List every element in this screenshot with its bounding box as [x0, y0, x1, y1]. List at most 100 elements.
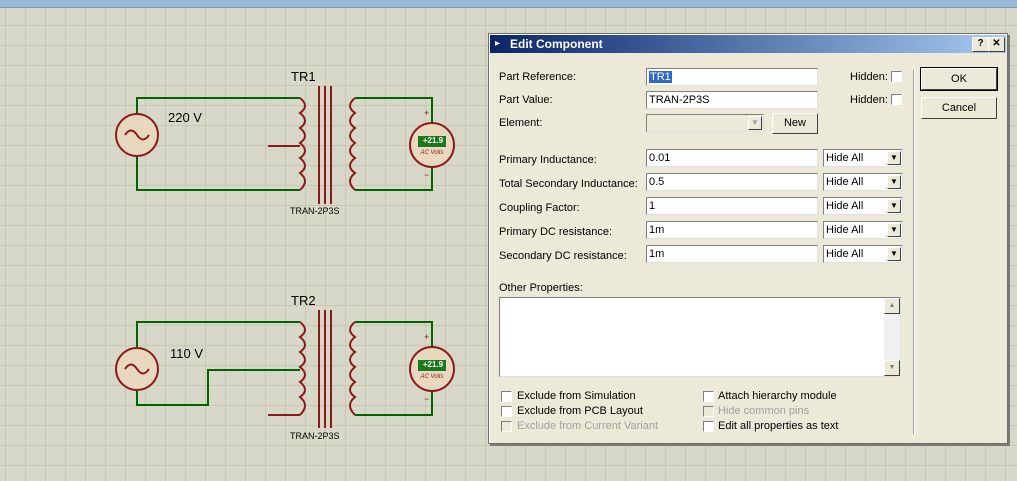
visibility-value: Hide All [826, 248, 864, 260]
meter-unit-2: AC Volts [420, 374, 444, 380]
dialog-title: Edit Component [510, 37, 603, 51]
part-label-2: TRAN-2P3S [290, 431, 340, 441]
part-value-hidden-checkbox[interactable] [891, 94, 902, 105]
property-input[interactable]: 0.01 [646, 149, 818, 167]
property-visibility-dropdown[interactable]: Hide All ▼ [823, 149, 903, 167]
transformer-core [318, 86, 320, 204]
secondary-coil [349, 321, 357, 416]
other-properties-label: Other Properties: [499, 282, 583, 294]
part-value-label: Part Value: [499, 94, 553, 106]
other-properties-textarea[interactable]: ▲ ▼ [499, 297, 901, 377]
property-visibility-dropdown[interactable]: Hide All ▼ [823, 173, 903, 191]
exclude-variant-label: Exclude from Current Variant [517, 420, 659, 432]
chevron-down-icon: ▼ [748, 116, 762, 130]
vertical-scrollbar[interactable]: ▲ ▼ [884, 298, 900, 376]
visibility-value: Hide All [826, 176, 864, 188]
meter-minus-1: − [424, 170, 430, 180]
element-label: Element: [499, 117, 543, 129]
meter-value-2: +21.9 [422, 360, 444, 369]
sine-icon [124, 363, 150, 375]
cancel-button[interactable]: Cancel [921, 97, 997, 119]
wire [355, 321, 433, 348]
meter-value-1: +21.9 [422, 136, 444, 145]
property-visibility-dropdown[interactable]: Hide All ▼ [823, 197, 903, 215]
property-label: Primary DC resistance: [499, 226, 613, 238]
exclude-simulation-label: Exclude from Simulation [517, 390, 636, 402]
property-input[interactable]: 1 [646, 197, 818, 215]
scroll-down-icon[interactable]: ▼ [884, 360, 900, 376]
meter-display [418, 136, 446, 147]
part-reference-hidden-checkbox[interactable] [891, 71, 902, 82]
circuit-2[interactable] [115, 310, 455, 428]
visibility-value: Hide All [826, 224, 864, 236]
secondary-coil [349, 97, 357, 191]
vertical-separator [913, 70, 915, 434]
chevron-down-icon: ▼ [887, 175, 901, 189]
edit-as-text-checkbox[interactable] [703, 421, 714, 432]
window-top-strip [0, 0, 1017, 8]
ok-button[interactable]: OK [920, 67, 998, 91]
part-label-1: TRAN-2P3S [290, 206, 340, 216]
edit-as-text-label: Edit all properties as text [718, 420, 839, 432]
meter-minus-2: − [424, 394, 430, 404]
property-label: Secondary DC resistance: [499, 250, 627, 262]
property-visibility-dropdown[interactable]: Hide All ▼ [823, 245, 903, 263]
part-reference-label: Part Reference: [499, 71, 577, 83]
property-label: Total Secondary Inductance: [499, 178, 638, 190]
wire [136, 97, 300, 114]
dialog-title-bar[interactable]: ▸ Edit Component ? ✕ [490, 35, 1006, 53]
wire [136, 156, 300, 191]
transformer-core [324, 86, 326, 204]
attach-hierarchy-checkbox[interactable] [703, 391, 714, 402]
part-value-input[interactable]: TRAN-2P3S [646, 91, 818, 109]
source-label-1: 220 V [168, 110, 202, 125]
exclude-simulation-checkbox[interactable] [501, 391, 512, 402]
exclude-pcb-label: Exclude from PCB Layout [517, 405, 643, 417]
attach-hierarchy-label: Attach hierarchy module [718, 390, 837, 402]
element-dropdown[interactable]: ▼ [646, 114, 764, 132]
hide-common-pins-checkbox [703, 406, 714, 417]
circuit-1[interactable] [115, 86, 455, 204]
close-button[interactable]: ✕ [988, 37, 1005, 52]
transformer-core [330, 86, 332, 204]
visibility-value: Hide All [826, 152, 864, 164]
wire [136, 321, 300, 348]
visibility-value: Hide All [826, 200, 864, 212]
chevron-down-icon: ▼ [887, 223, 901, 237]
exclude-variant-checkbox [501, 421, 512, 432]
new-element-button[interactable]: New [772, 113, 818, 134]
property-label: Coupling Factor: [499, 202, 580, 214]
part-reference-value: TR1 [649, 71, 672, 83]
part-reference-input[interactable]: TR1 [646, 68, 818, 86]
wire [136, 369, 300, 406]
chevron-down-icon: ▼ [887, 151, 901, 165]
property-input[interactable]: 1m [646, 245, 818, 263]
part-value-hidden-label: Hidden: [850, 94, 888, 106]
transformer-core [330, 310, 332, 428]
exclude-pcb-checkbox[interactable] [501, 406, 512, 417]
wire [355, 97, 433, 124]
part-reference-hidden-label: Hidden: [850, 71, 888, 83]
meter-unit-1: AC Volts [420, 150, 444, 156]
transformer-core [318, 310, 320, 428]
edit-component-dialog: ▸ Edit Component ? ✕ Part Reference: TR1… [488, 33, 1008, 444]
meter-plus-2: + [424, 332, 430, 342]
primary-coil [298, 321, 306, 416]
component-ref-tr2: TR2 [291, 293, 316, 308]
scroll-up-icon[interactable]: ▲ [884, 298, 900, 314]
hide-common-pins-label: Hide common pins [718, 405, 810, 417]
other-properties-value [500, 300, 504, 316]
property-input[interactable]: 0.5 [646, 173, 818, 191]
property-input[interactable]: 1m [646, 221, 818, 239]
sine-icon [124, 129, 150, 141]
source-label-2: 110 V [170, 346, 204, 361]
property-label: Primary Inductance: [499, 154, 597, 166]
chevron-down-icon: ▼ [887, 199, 901, 213]
app-icon: ▸ [495, 38, 501, 49]
chevron-down-icon: ▼ [887, 247, 901, 261]
meter-display [418, 360, 446, 371]
help-button[interactable]: ? [972, 37, 989, 52]
wire [355, 390, 433, 416]
property-visibility-dropdown[interactable]: Hide All ▼ [823, 221, 903, 239]
